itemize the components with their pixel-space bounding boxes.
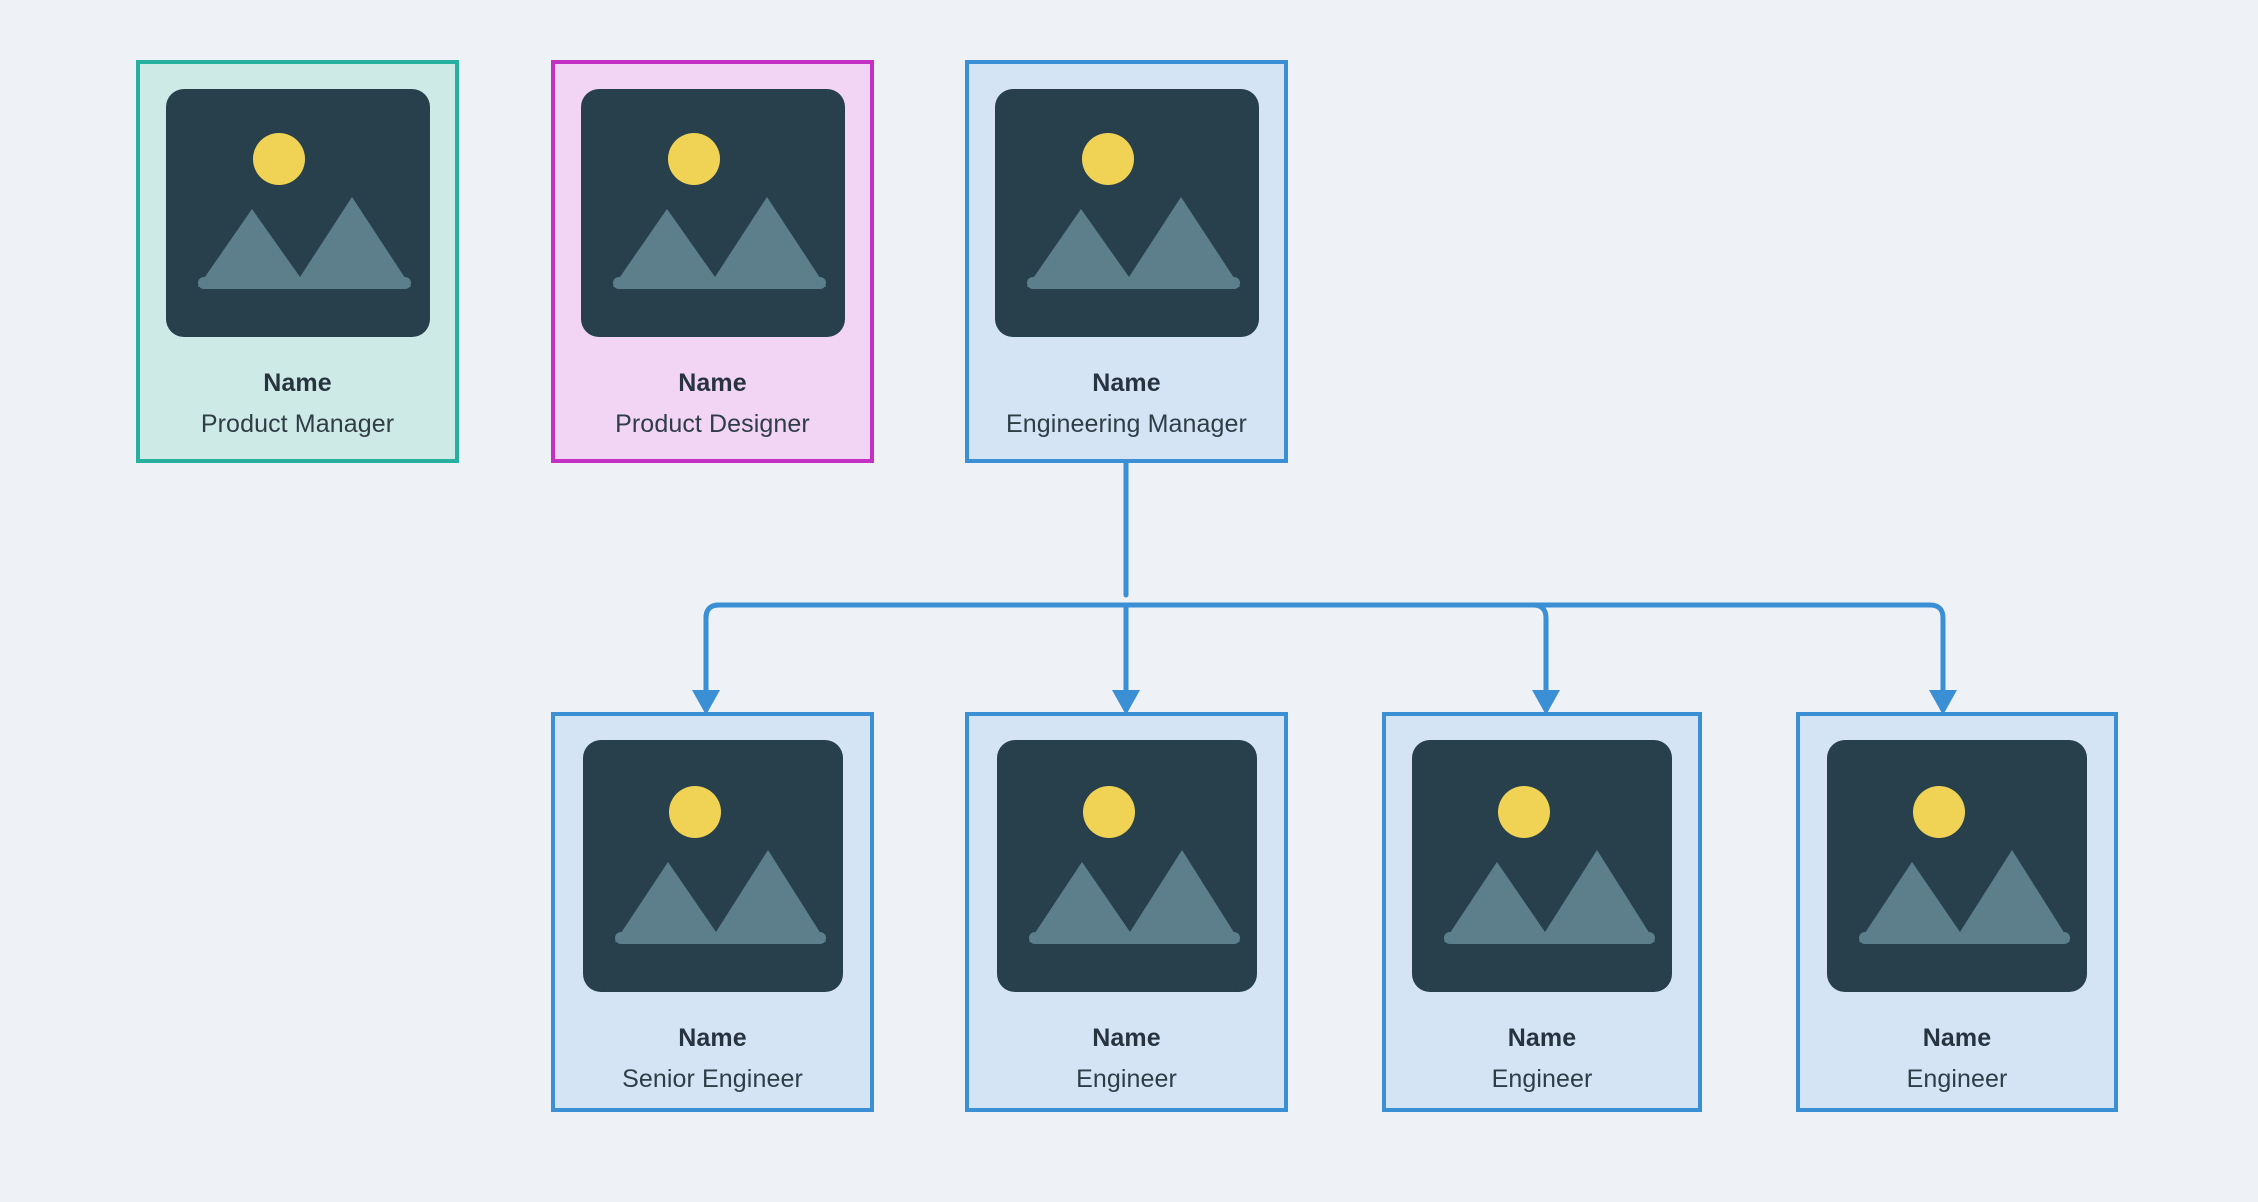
node-engineer-2[interactable]: Name Engineer bbox=[1382, 712, 1702, 1112]
image-placeholder-icon bbox=[165, 89, 430, 337]
node-engineering-manager[interactable]: Name Engineering Manager bbox=[965, 60, 1288, 463]
node-role: Engineer bbox=[1491, 1065, 1593, 1093]
node-role: Product Manager bbox=[200, 410, 395, 438]
node-labels: Name Product Manager bbox=[140, 337, 455, 437]
node-senior-engineer[interactable]: Name Senior Engineer bbox=[551, 712, 874, 1112]
node-engineer-1[interactable]: Name Engineer bbox=[965, 712, 1288, 1112]
node-name: Name bbox=[678, 1024, 747, 1052]
node-name: Name bbox=[1092, 369, 1161, 397]
node-labels: Name Engineer bbox=[1800, 992, 2114, 1092]
image-placeholder-icon bbox=[1412, 740, 1672, 992]
node-labels: Name Senior Engineer bbox=[555, 992, 870, 1092]
node-role: Senior Engineer bbox=[622, 1065, 803, 1093]
node-name: Name bbox=[1922, 1024, 1992, 1052]
node-name: Name bbox=[263, 369, 332, 397]
node-product-manager[interactable]: Name Product Manager bbox=[136, 60, 459, 463]
node-name: Name bbox=[1092, 1024, 1161, 1052]
node-role: Product Designer bbox=[615, 410, 810, 438]
image-placeholder-icon bbox=[996, 740, 1257, 992]
node-role: Engineering Manager bbox=[1006, 410, 1247, 438]
node-role: Engineer bbox=[1076, 1065, 1177, 1093]
edge-arrowheads bbox=[692, 690, 1957, 715]
node-labels: Name Engineering Manager bbox=[969, 337, 1284, 437]
node-labels: Name Engineer bbox=[969, 992, 1284, 1092]
node-engineer-3[interactable]: Name Engineer bbox=[1796, 712, 2118, 1112]
node-name: Name bbox=[678, 369, 747, 397]
image-placeholder-icon bbox=[1827, 740, 2087, 992]
image-placeholder-icon bbox=[994, 89, 1259, 337]
node-labels: Name Engineer bbox=[1386, 992, 1698, 1092]
node-role: Engineer bbox=[1906, 1065, 2008, 1093]
node-labels: Name Product Designer bbox=[555, 337, 870, 437]
edge-bus-inner bbox=[703, 602, 1549, 713]
edge-bus-outer bbox=[703, 602, 1946, 698]
image-placeholder-icon bbox=[582, 740, 843, 992]
node-product-designer[interactable]: Name Product Designer bbox=[551, 60, 874, 463]
node-name: Name bbox=[1507, 1024, 1577, 1052]
image-placeholder-icon bbox=[580, 89, 845, 337]
